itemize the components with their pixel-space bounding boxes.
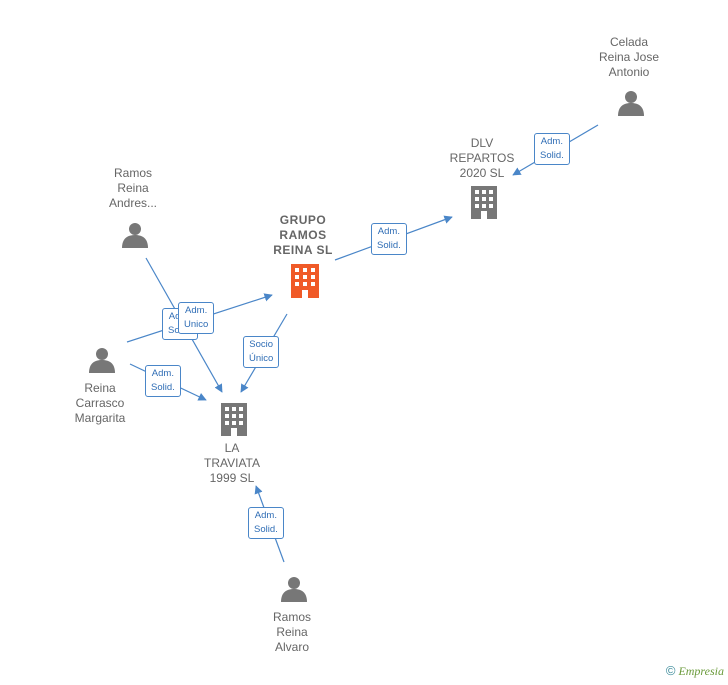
edge-label-alvaro-traviata[interactable]: Adm. Solid.: [248, 507, 284, 539]
node-label-reina-carrasco[interactable]: Reina Carrasco Margarita: [74, 381, 126, 425]
building-icon-main[interactable]: [291, 264, 319, 298]
copyright-icon: ©: [665, 663, 676, 678]
node-label-ramos-andres[interactable]: Ramos Reina Andres...: [108, 166, 158, 210]
brand-name: Empresia: [678, 664, 724, 678]
node-label-grupo[interactable]: GRUPO RAMOS REINA SL: [273, 213, 333, 257]
building-icon[interactable]: [221, 403, 247, 436]
node-label-dlv[interactable]: DLV REPARTOS 2020 SL: [449, 136, 515, 180]
node-label-celada[interactable]: Celada Reina Jose Antonio: [598, 35, 660, 79]
edge-label-celada-dlv[interactable]: Adm. Solid.: [534, 133, 570, 165]
person-icon[interactable]: [89, 348, 115, 373]
building-icon[interactable]: [471, 186, 497, 219]
person-icon[interactable]: [618, 91, 644, 116]
node-label-traviata[interactable]: LA TRAVIATA 1999 SL: [203, 441, 261, 485]
footer-brand[interactable]: © Empresia: [666, 663, 724, 679]
edge-label-carrasco-grupo[interactable]: Adm. Unico: [178, 302, 215, 334]
edge-label-carrasco-traviata[interactable]: Adm. Solid.: [145, 365, 181, 397]
edge-label-grupo-dlv[interactable]: Adm. Solid.: [371, 223, 407, 255]
node-label-ramos-alvaro[interactable]: Ramos Reina Alvaro: [272, 610, 312, 654]
edge-label-grupo-traviata[interactable]: Socio Único: [243, 336, 280, 368]
person-icon[interactable]: [281, 577, 307, 602]
person-icon[interactable]: [122, 223, 148, 248]
